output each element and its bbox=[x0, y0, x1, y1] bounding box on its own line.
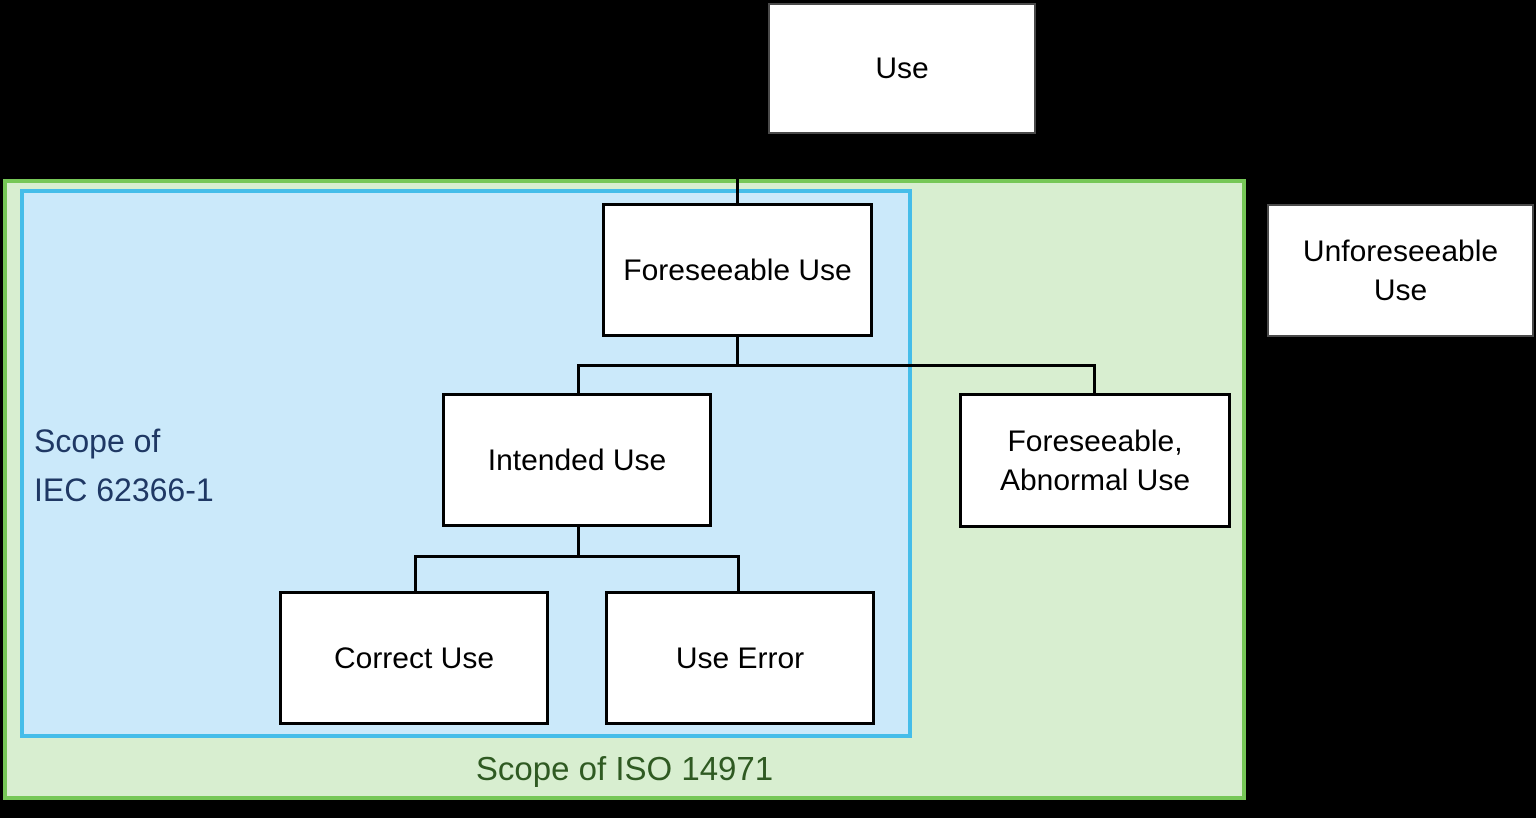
connector-foreseeable-branch-bar bbox=[577, 364, 1096, 367]
connector-foreseeable-stem bbox=[736, 336, 739, 367]
node-intended-use: Intended Use bbox=[442, 393, 712, 527]
scope-iso-14971-label: Scope of ISO 14971 bbox=[475, 750, 774, 787]
node-correct-use-label: Correct Use bbox=[333, 641, 495, 675]
connector-to-correct-use bbox=[414, 555, 417, 592]
connector-use-to-foreseeable-segment3 bbox=[736, 167, 739, 204]
node-intended-use-label: Intended Use bbox=[487, 443, 667, 477]
connector-to-intended-use bbox=[577, 364, 580, 394]
node-use-label: Use bbox=[875, 52, 929, 85]
node-foreseeable-abnormal-use-label: Foreseeable, Abnormal Use bbox=[999, 424, 1191, 497]
node-unforeseeable-use: Unforeseeable Use bbox=[1267, 204, 1534, 337]
connector-intended-stem bbox=[577, 526, 580, 558]
node-use: Use bbox=[768, 3, 1036, 134]
node-foreseeable-use: Foreseeable Use bbox=[602, 203, 873, 337]
node-use-error-label: Use Error bbox=[675, 641, 805, 675]
connector-to-use-error bbox=[737, 555, 740, 592]
connector-use-to-foreseeable-segment2 bbox=[736, 167, 902, 170]
node-unforeseeable-use-label: Unforeseeable Use bbox=[1302, 234, 1499, 307]
connector-to-foreseeable-abnormal-use bbox=[1093, 364, 1096, 394]
node-foreseeable-abnormal-use: Foreseeable, Abnormal Use bbox=[959, 393, 1231, 528]
connector-use-to-foreseeable-segment1 bbox=[899, 134, 902, 170]
node-foreseeable-use-label: Foreseeable Use bbox=[623, 253, 852, 287]
node-correct-use: Correct Use bbox=[279, 591, 549, 725]
connector-intended-branch-bar bbox=[414, 555, 740, 558]
node-use-error: Use Error bbox=[605, 591, 875, 725]
scope-iec-62366-label: Scope of IEC 62366-1 bbox=[34, 423, 214, 508]
